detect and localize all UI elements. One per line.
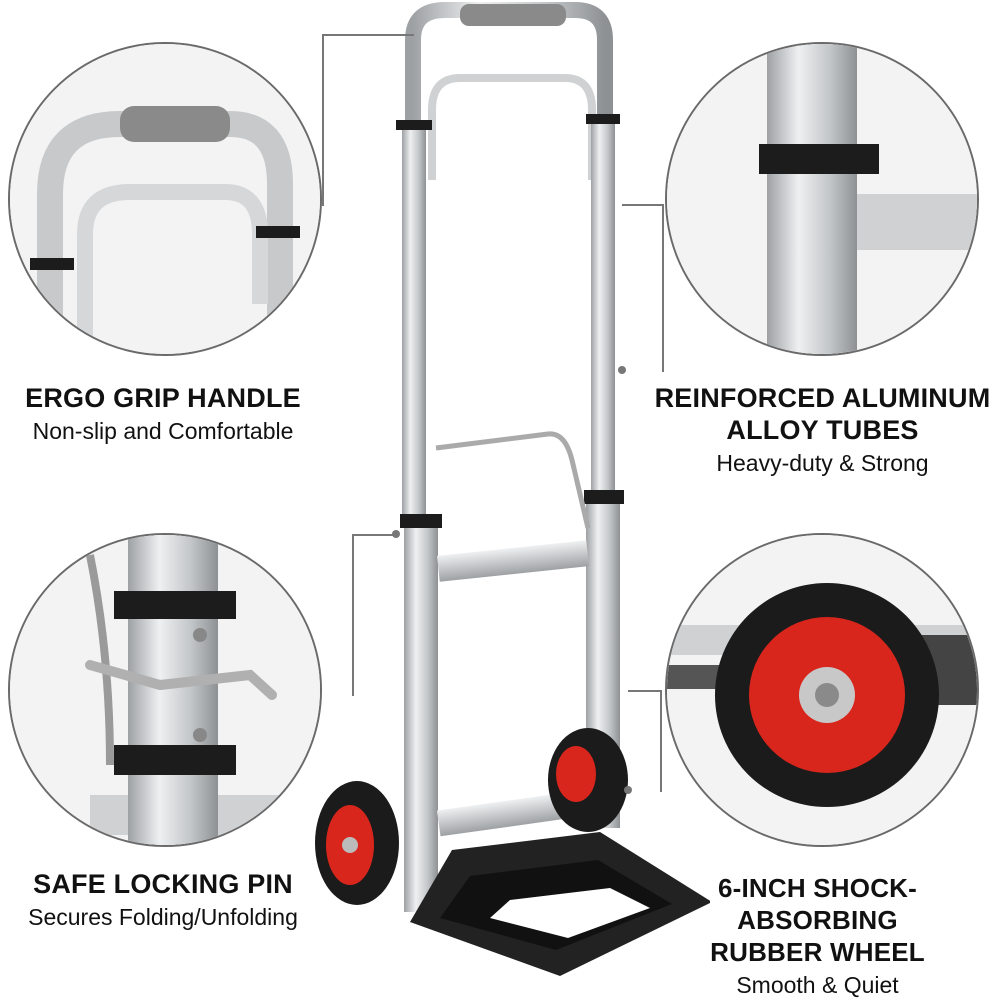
feature-title: SAFE LOCKING PIN <box>33 869 293 899</box>
feature-subtitle: Heavy-duty & Strong <box>716 450 929 476</box>
leader-dot-lock <box>392 530 400 538</box>
wheel-closeup-icon <box>667 535 977 845</box>
feature-subtitle: Smooth & Quiet <box>736 972 899 998</box>
feature-subtitle: Non-slip and Comfortable <box>32 418 294 444</box>
locking-pin-closeup-circle <box>8 533 322 847</box>
handle-closeup-icon <box>10 44 320 354</box>
leader-dot-wheel <box>624 786 632 794</box>
feature-subtitle: Secures Folding/Unfolding <box>28 904 298 930</box>
callout-tubes: REINFORCED ALUMINUM ALLOY TUBES Heavy-du… <box>650 382 995 478</box>
leader-line-lock <box>352 534 398 696</box>
feature-title-line2: RUBBER WHEEL <box>710 937 925 967</box>
callout-handle: ERGO GRIP HANDLE Non-slip and Comfortabl… <box>0 382 326 446</box>
feature-title: 6-INCH SHOCK-ABSORBING <box>717 873 918 935</box>
feature-title-line2: ALLOY TUBES <box>726 415 919 445</box>
leader-line-tubes <box>622 204 664 372</box>
tube-closeup-circle <box>665 42 979 356</box>
feature-title: ERGO GRIP HANDLE <box>25 383 301 413</box>
leader-dot-tubes <box>618 366 626 374</box>
feature-title: REINFORCED ALUMINUM <box>654 383 991 413</box>
locking-pin-closeup-icon <box>10 535 320 845</box>
leader-line-handle <box>322 34 414 206</box>
hand-truck-image <box>315 2 710 976</box>
tube-closeup-icon <box>667 44 977 354</box>
wheel-closeup-circle <box>665 533 979 847</box>
leader-line-wheel <box>628 690 662 792</box>
handle-closeup-circle <box>8 42 322 356</box>
callout-lock: SAFE LOCKING PIN Secures Folding/Unfoldi… <box>0 868 326 932</box>
